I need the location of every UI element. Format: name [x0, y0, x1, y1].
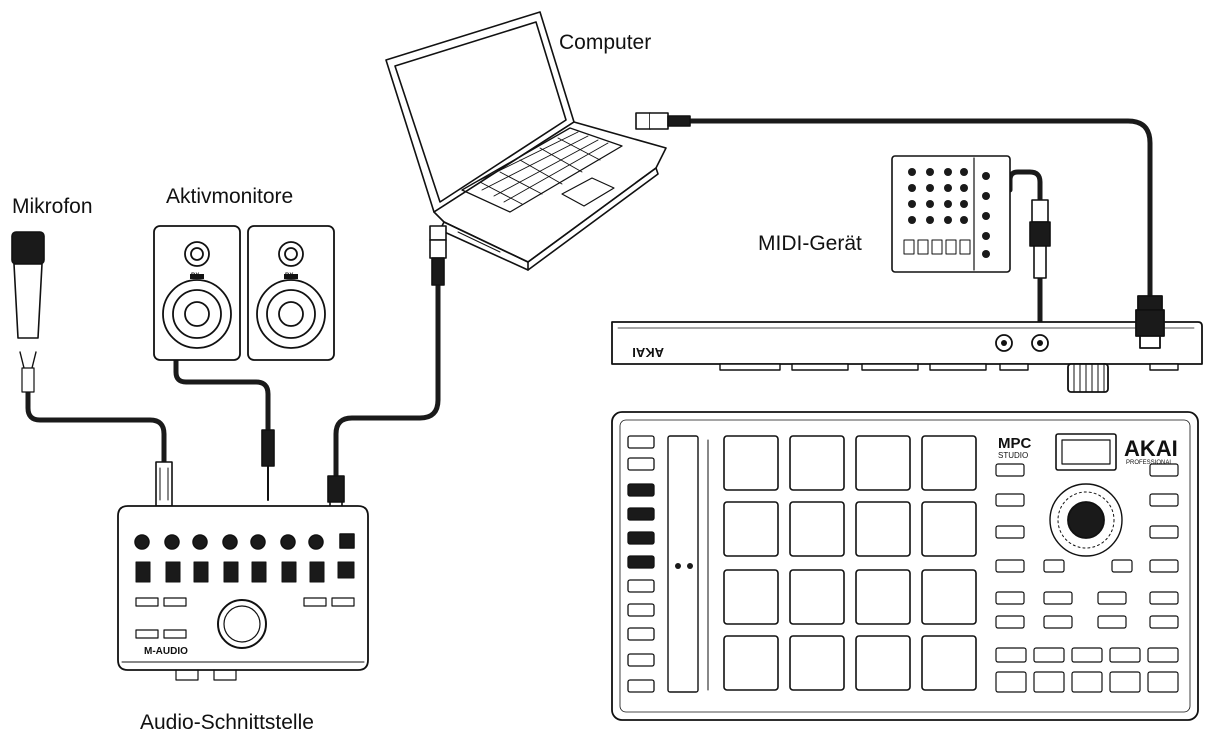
- akai-logo: AKAI: [1124, 436, 1178, 461]
- microphone-icon: [11, 231, 45, 393]
- cables: [25, 118, 1153, 479]
- speaker-icon: [153, 225, 241, 361]
- speaker-brand-left: BX: [191, 273, 199, 279]
- speaker-icon: [247, 225, 335, 361]
- mpc-right-buttons: [995, 463, 1179, 693]
- audio-interface-icon: [117, 505, 369, 681]
- midi-plug-icon: [1029, 199, 1051, 279]
- mpc-logo: MPC: [998, 435, 1032, 452]
- laptop-icon: [385, 11, 667, 271]
- label-aktivmonitore: Aktivmonitore: [166, 185, 294, 208]
- mpc-controller-icon: [611, 411, 1199, 721]
- midi-device-icon: [891, 155, 1011, 273]
- label-mikrofon: Mikrofon: [12, 195, 93, 218]
- label-audio-schnittstelle: Audio-Schnittstelle: [140, 711, 314, 734]
- label-computer: Computer: [559, 31, 652, 54]
- speaker-brand-right: BX: [285, 273, 293, 279]
- usb-plug-icon: [429, 225, 447, 286]
- usb-cable-computer-to-interface: [333, 282, 441, 479]
- akai-rear-logo: AKAI: [632, 345, 664, 360]
- mpc-rear-panel: [611, 295, 1203, 393]
- jack-plugs: [155, 429, 345, 511]
- mpc-pad-grid: [723, 435, 977, 691]
- mpc-sub-logo: STUDIO: [998, 451, 1028, 460]
- m-audio-logo: M-AUDIO: [144, 646, 188, 657]
- midi-cable: [1007, 169, 1043, 203]
- akai-sub-logo: PROFESSIONAL: [1126, 460, 1173, 466]
- speaker-cable: [173, 357, 271, 433]
- usb-plug-icon: [635, 112, 691, 130]
- mic-cable: [25, 389, 167, 465]
- label-midi-geraet: MIDI-Gerät: [758, 232, 862, 255]
- usb-cable-computer-to-mpc: [687, 118, 1153, 303]
- mpc-left-buttons: [627, 435, 655, 693]
